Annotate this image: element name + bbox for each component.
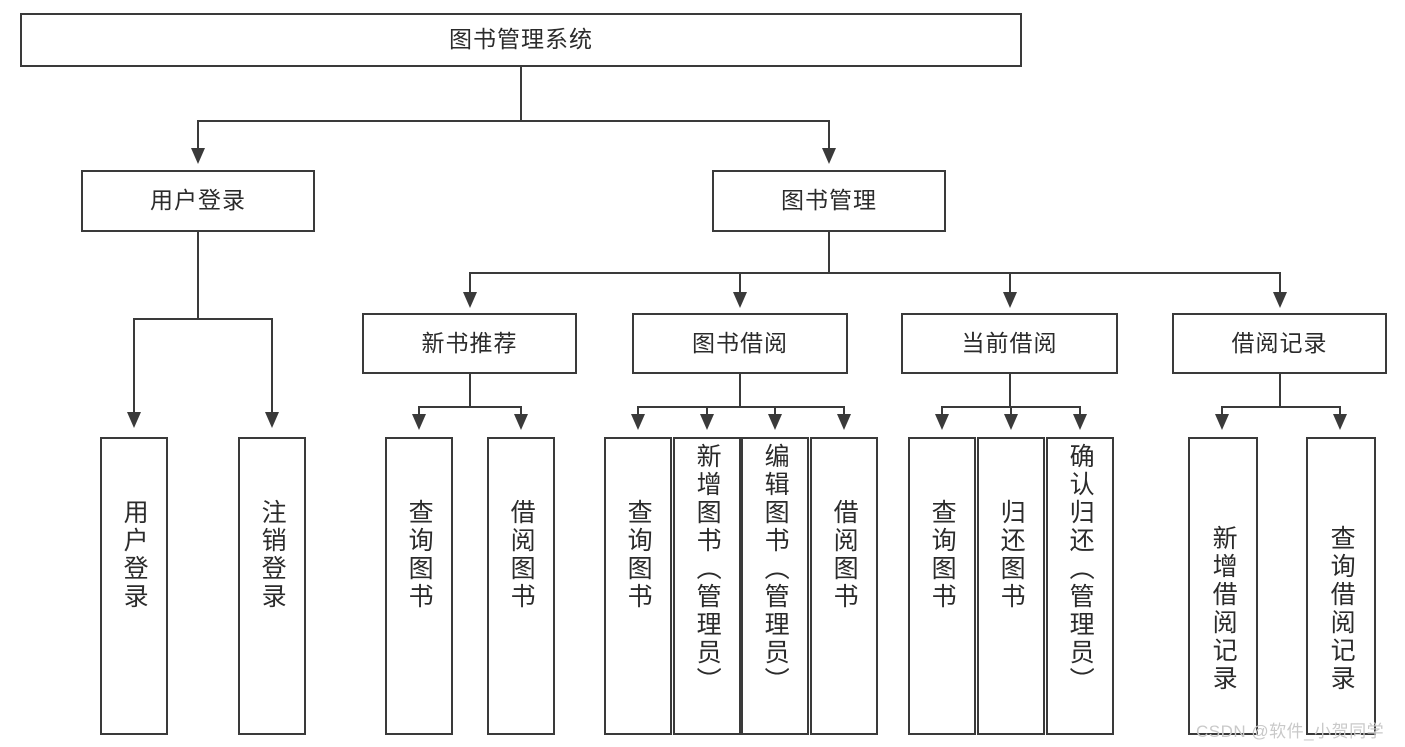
node-label: 图书管理系统	[449, 26, 593, 53]
leaf-borrow-record-query-record[interactable]: 查询借阅记录	[1306, 437, 1376, 735]
arrowhead-user-login-leaf-0	[127, 412, 141, 428]
connector-borrow-record-stem	[1279, 374, 1281, 408]
leaf-book-borrow-query-books[interactable]: 查询图书	[604, 437, 672, 735]
node-user-login[interactable]: 用户登录	[81, 170, 315, 232]
arrowhead-bm-current-borrow	[1003, 292, 1017, 308]
arrowhead-bm-book-borrow	[733, 292, 747, 308]
node-label: 当前借阅	[961, 329, 1058, 356]
connector-bb-to-leaf-0	[637, 406, 639, 418]
connector-book-management-bus	[469, 272, 1281, 274]
leaf-user-login-login[interactable]: 用户登录	[100, 437, 168, 735]
node-current-borrow[interactable]: 当前借阅	[901, 313, 1118, 374]
arrowhead-cb-leaf-2	[1073, 414, 1087, 430]
arrowhead-br-leaf-1	[1333, 414, 1347, 430]
arrowhead-br-leaf-0	[1215, 414, 1229, 430]
connector-bm-to-borrow-record	[1279, 272, 1281, 294]
connector-new-book-stem	[469, 374, 471, 408]
node-label: 新增借阅记录	[1209, 525, 1238, 693]
connector-book-management-stem	[828, 232, 830, 274]
connector-br-to-leaf-1	[1339, 406, 1341, 418]
arrowhead-cb-leaf-0	[935, 414, 949, 430]
leaf-new-book-query-books[interactable]: 查询图书	[385, 437, 453, 735]
node-label: 编辑图书（管理员）	[761, 443, 790, 695]
node-borrow-record[interactable]: 借阅记录	[1172, 313, 1387, 374]
node-label: 借阅记录	[1231, 329, 1328, 356]
node-label: 查询图书	[624, 499, 653, 611]
leaf-book-borrow-edit-book-admin[interactable]: 编辑图书（管理员）	[741, 437, 809, 735]
node-label: 注销登录	[258, 499, 287, 611]
connector-borrow-record-bus	[1221, 406, 1341, 408]
csdn-watermark: CSDN @软件_小贺同学	[1196, 722, 1385, 741]
arrowhead-to-user-login	[191, 148, 205, 164]
arrowhead-new-book-leaf-1	[514, 414, 528, 430]
connector-bm-to-current-borrow	[1009, 272, 1011, 294]
node-label: 借阅图书	[507, 499, 536, 611]
connector-bb-to-leaf-3	[843, 406, 845, 418]
connector-br-to-leaf-0	[1221, 406, 1223, 418]
node-new-book-recommend[interactable]: 新书推荐	[362, 313, 577, 374]
leaf-user-login-logout[interactable]: 注销登录	[238, 437, 306, 735]
connector-root-stem	[520, 67, 522, 121]
connector-user-login-to-leaf-1	[271, 318, 273, 414]
leaf-current-borrow-query-books[interactable]: 查询图书	[908, 437, 976, 735]
arrowhead-cb-leaf-1	[1004, 414, 1018, 430]
arrowhead-bm-borrow-record	[1273, 292, 1287, 308]
node-label: 用户登录	[150, 187, 246, 214]
leaf-book-borrow-borrow-books[interactable]: 借阅图书	[810, 437, 878, 735]
connector-new-book-bus	[418, 406, 522, 408]
connector-root-to-book-management	[828, 120, 830, 150]
connector-cb-to-leaf-0	[941, 406, 943, 418]
node-label: 查询图书	[405, 499, 434, 611]
node-root-book-management-system[interactable]: 图书管理系统	[20, 13, 1022, 67]
node-book-borrow[interactable]: 图书借阅	[632, 313, 848, 374]
node-label: 归还图书	[997, 499, 1026, 611]
node-label: 新增图书（管理员）	[693, 443, 722, 695]
node-label: 查询借阅记录	[1327, 525, 1356, 693]
leaf-borrow-record-add-record[interactable]: 新增借阅记录	[1188, 437, 1258, 735]
connector-bm-to-book-borrow	[739, 272, 741, 294]
connector-user-login-stem	[197, 232, 199, 320]
connector-bm-to-new-book	[469, 272, 471, 294]
connector-user-login-bus	[133, 318, 273, 320]
arrowhead-bm-new-book	[463, 292, 477, 308]
node-label: 借阅图书	[830, 499, 859, 611]
connector-cb-to-leaf-1	[1010, 406, 1012, 418]
connector-new-book-to-leaf-1	[520, 406, 522, 418]
arrowhead-bb-leaf-0	[631, 414, 645, 430]
arrowhead-bb-leaf-1	[700, 414, 714, 430]
leaf-book-borrow-add-book-admin[interactable]: 新增图书（管理员）	[673, 437, 741, 735]
leaf-new-book-borrow-books[interactable]: 借阅图书	[487, 437, 555, 735]
node-label: 确认归还（管理员）	[1066, 443, 1095, 695]
connector-root-bus	[197, 120, 830, 122]
node-book-management[interactable]: 图书管理	[712, 170, 946, 232]
connector-book-borrow-stem	[739, 374, 741, 408]
connector-new-book-to-leaf-0	[418, 406, 420, 418]
connector-current-borrow-stem	[1009, 374, 1011, 408]
connector-root-to-user-login	[197, 120, 199, 150]
connector-book-borrow-bus	[637, 406, 845, 408]
node-label: 图书管理	[781, 187, 877, 214]
connector-user-login-to-leaf-0	[133, 318, 135, 414]
connector-bb-to-leaf-1	[706, 406, 708, 418]
connector-bb-to-leaf-2	[774, 406, 776, 418]
arrowhead-bb-leaf-3	[837, 414, 851, 430]
arrowhead-user-login-leaf-1	[265, 412, 279, 428]
node-label: 用户登录	[120, 499, 149, 611]
leaf-current-borrow-confirm-return-admin[interactable]: 确认归还（管理员）	[1046, 437, 1114, 735]
node-label: 新书推荐	[421, 329, 518, 356]
leaf-current-borrow-return-books[interactable]: 归还图书	[977, 437, 1045, 735]
connector-cb-to-leaf-2	[1079, 406, 1081, 418]
arrowhead-to-book-management	[822, 148, 836, 164]
arrowhead-bb-leaf-2	[768, 414, 782, 430]
node-label: 查询图书	[928, 499, 957, 611]
arrowhead-new-book-leaf-0	[412, 414, 426, 430]
node-label: 图书借阅	[692, 329, 788, 356]
